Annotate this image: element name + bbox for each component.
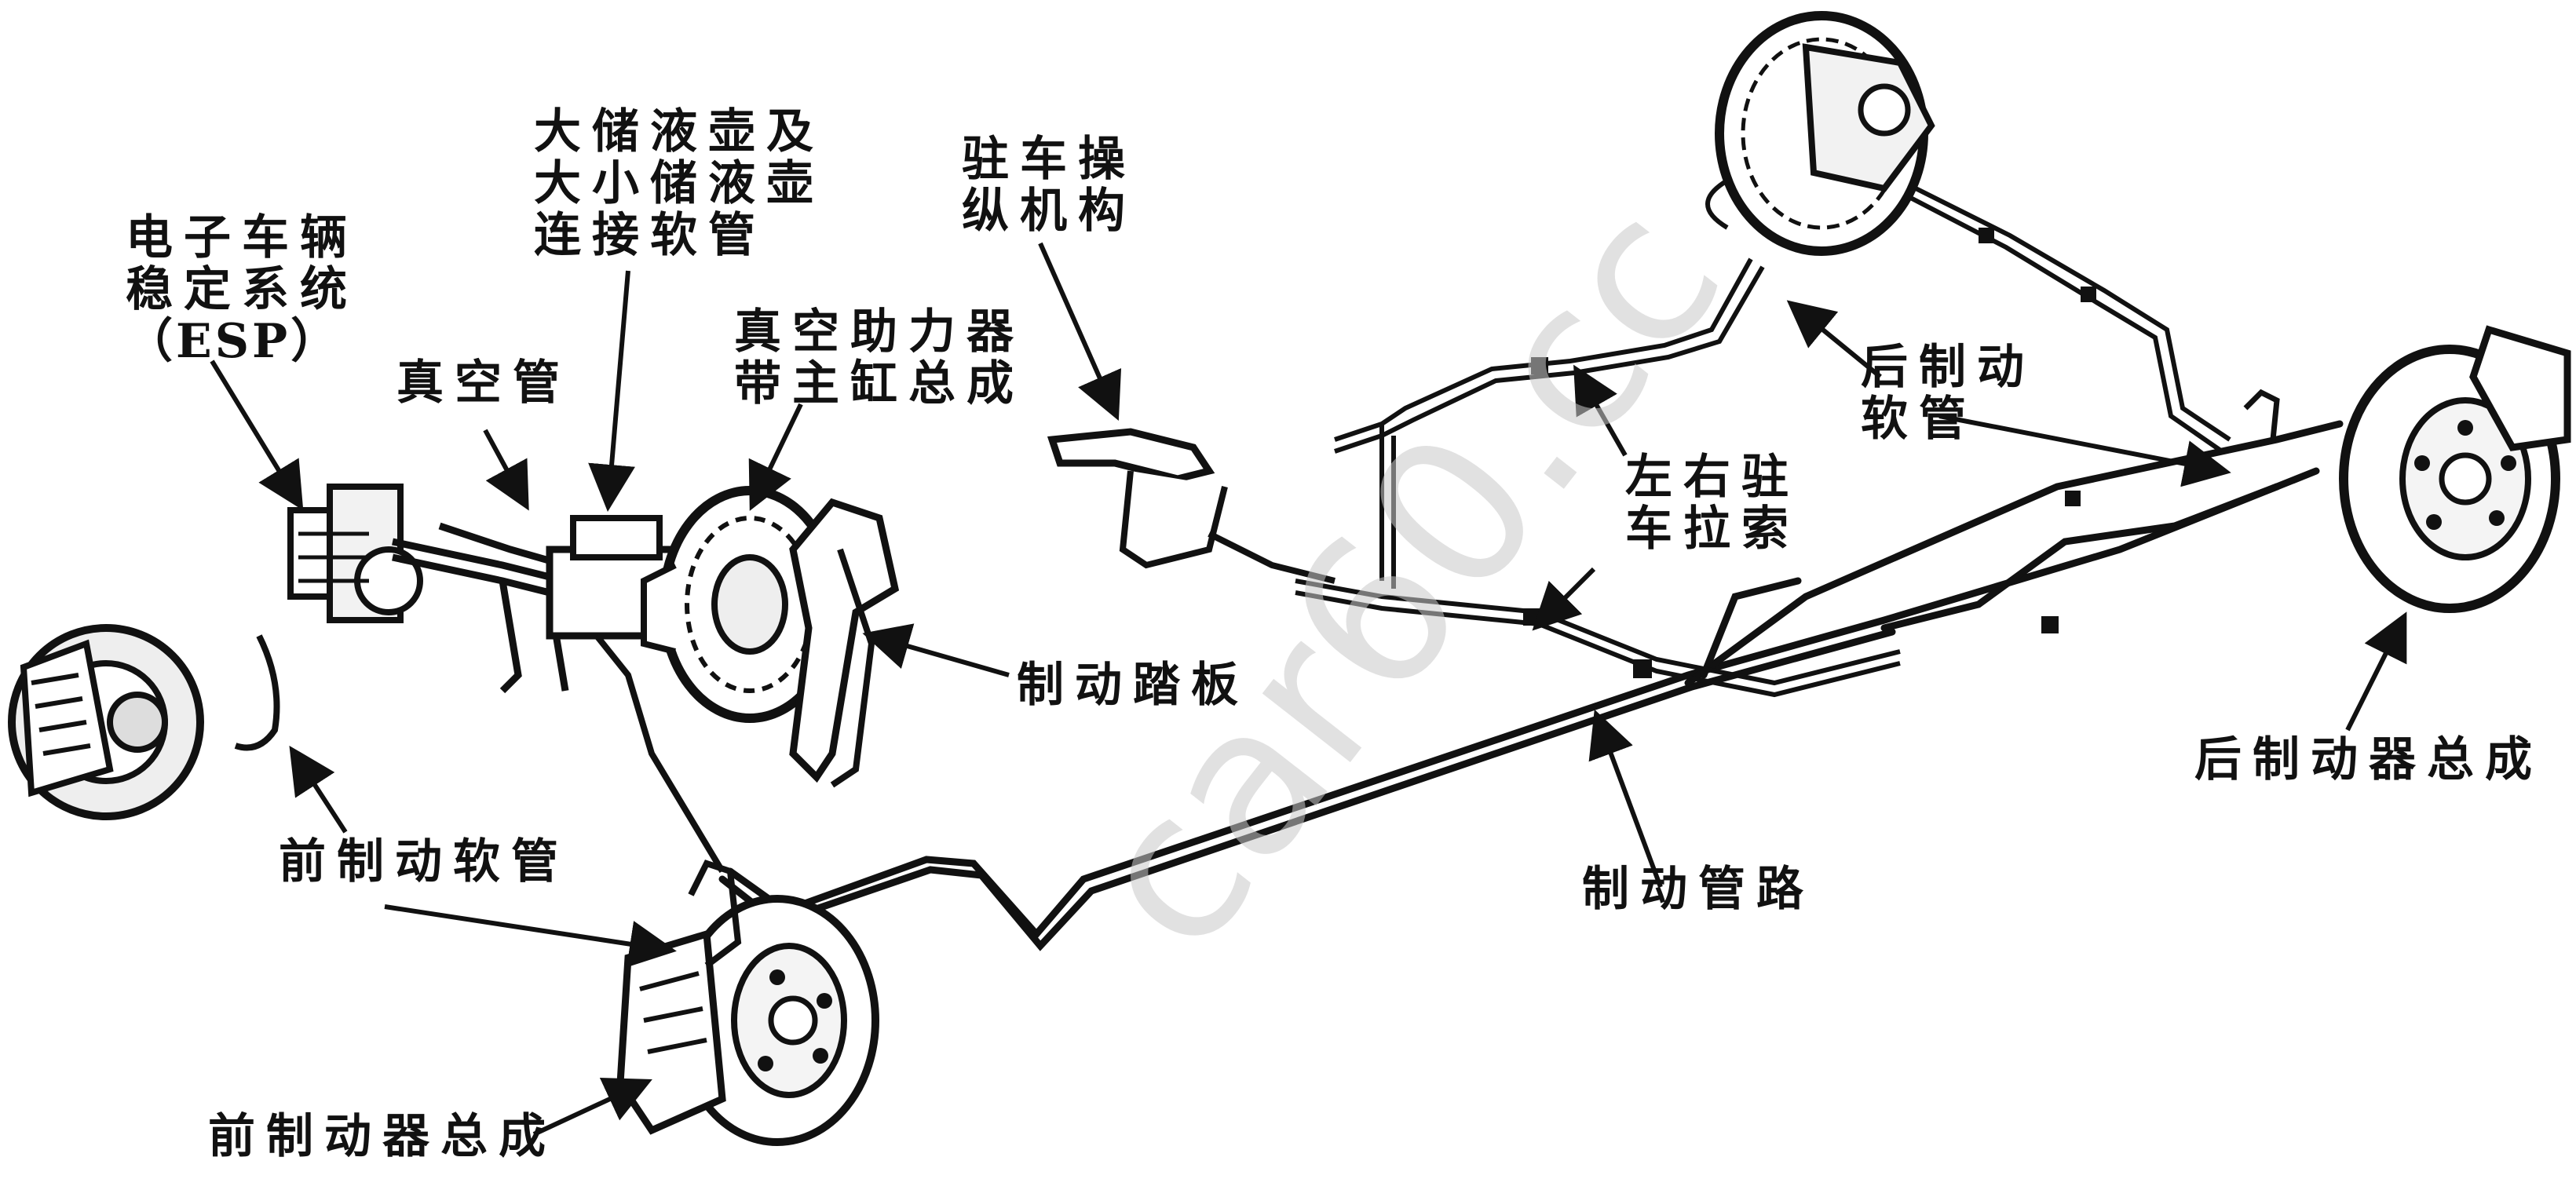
label-brake-line-text: 制动管路: [1582, 862, 1814, 917]
label-parking-cable-line-2: 车拉索: [1625, 502, 1800, 557]
label-rear-hose-line-2: 软管: [1861, 392, 1977, 447]
line-clips: [1523, 228, 2096, 678]
brake-pedal: [789, 498, 900, 788]
label-reservoir-line-3: 连接软管: [534, 208, 766, 263]
label-reservoir-line-1: 大储液壶及: [534, 104, 824, 159]
rear-left-brake: [1705, 11, 1935, 256]
parking-brake-lever: [1047, 428, 1336, 584]
label-esp-line-1: 电子车辆: [126, 210, 358, 265]
label-vacuum-pipe: 真空管: [396, 357, 571, 409]
label-brake-line: 制动管路: [1582, 863, 1814, 915]
label-parking-cable-line-1: 左右驻: [1625, 450, 1800, 505]
front-left-brake: [8, 624, 204, 820]
label-rear-brake: 后制动器总成: [2194, 734, 2543, 786]
label-brake-pedal: 制动踏板: [1017, 659, 1249, 711]
label-rear-brake-text: 后制动器总成: [2194, 732, 2543, 787]
label-vacuum-pipe-text: 真空管: [396, 356, 571, 411]
parking-cable: [1295, 257, 1901, 698]
label-esp: 电子车辆 稳定系统 （ESP）: [126, 212, 358, 367]
label-reservoir: 大储液壶及 大小储液壶 连接软管: [534, 106, 824, 261]
label-parking-mechanism-line-1: 驻车操: [962, 132, 1136, 187]
label-brake-pedal-text: 制动踏板: [1017, 658, 1249, 713]
label-booster: 真空助力器 带主缸总成: [734, 306, 1025, 410]
label-front-brake-text: 前制动器总成: [208, 1109, 557, 1164]
esp-unit: [287, 484, 423, 623]
label-front-brake: 前制动器总成: [208, 1111, 557, 1163]
label-parking-cable: 左右驻 车拉索: [1625, 451, 1800, 555]
label-front-hose-text: 前制动软管: [279, 834, 569, 889]
label-reservoir-line-2: 大小储液壶: [534, 156, 824, 211]
label-parking-mechanism-line-2: 纵机构: [962, 184, 1136, 239]
label-booster-line-1: 真空助力器: [734, 305, 1025, 360]
label-esp-line-3: （ESP）: [126, 314, 342, 369]
leader-arrows: [210, 242, 2407, 1137]
label-rear-hose-line-1: 后制动: [1861, 340, 2035, 395]
label-front-hose: 前制动软管: [279, 836, 569, 888]
label-rear-hose: 后制动 软管: [1861, 341, 2035, 445]
label-booster-line-2: 带主缸总成: [734, 356, 1025, 411]
rear-right-brake: [2243, 325, 2571, 613]
label-esp-line-2: 稳定系统: [126, 262, 358, 317]
label-parking-mechanism: 驻车操 纵机构: [962, 133, 1136, 237]
front-left-hose: [234, 634, 280, 751]
